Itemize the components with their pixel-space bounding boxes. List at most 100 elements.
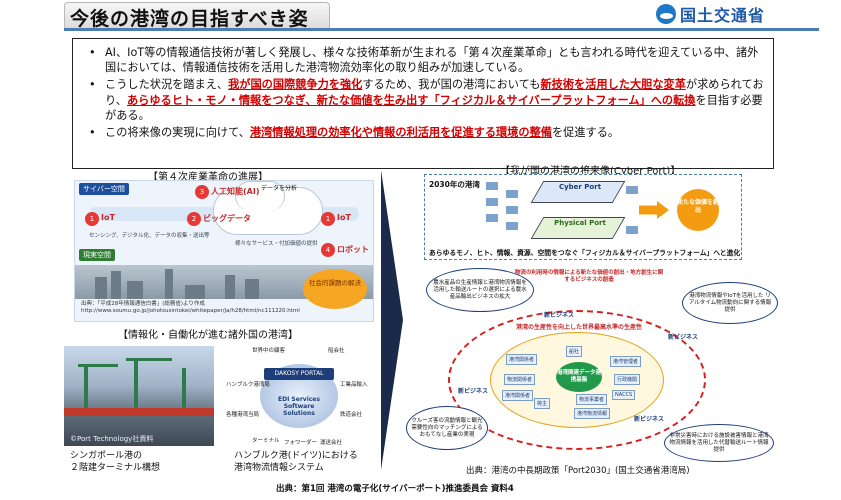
iot-left-label: IoT xyxy=(101,213,115,222)
portal-label: 工業品輸入 xyxy=(340,382,368,388)
network-node: 荷主 xyxy=(534,398,551,409)
title-rule xyxy=(64,28,819,31)
network-node: 船社 xyxy=(566,346,583,357)
network-node: 港湾物流情報 xyxy=(574,408,611,419)
logo-text: 国土交通省 xyxy=(680,6,766,25)
photo-credit: ©Port Technology社資料 xyxy=(70,435,154,443)
disaster-bubble: 非常災害時における施設被害情報と港湾物流情報を活用した代替輸送ルート情報提供 xyxy=(664,424,774,462)
cyber-port-footer: あらゆるモノ、ヒト、情報、資源、空間をつなぐ「フィジカル＆サイバープラットフォー… xyxy=(429,249,741,257)
iot-left-number-icon: 1 xyxy=(85,212,99,226)
bullet-item: この将来像の実現に向けて、港湾情報処理の効率化や情報の利活用を促進する環境の整備… xyxy=(85,125,765,140)
node-icon xyxy=(505,221,519,231)
agri-export-bubble: 農水産品の生産情報と港湾物流情報を活用した輸送ルートの選択による農水産品輸出ビジ… xyxy=(426,268,534,312)
emphasis-text: 新技術を活用した大胆な変革 xyxy=(540,78,686,92)
singapore-caption-1: シンガポール港の xyxy=(70,451,143,461)
heading-industrial-revolution: 【第４次産業革命の進展】 xyxy=(148,172,268,183)
heading-future-port: 【我が国の港湾の将来像(Cyber Port)】 xyxy=(500,166,681,177)
cyber-space-tag: サイバー空間 xyxy=(79,183,129,195)
physical-port-label: Physical Port xyxy=(554,219,606,227)
ai-label: 人工知能(AI) xyxy=(211,187,260,196)
emphasis-text: 我が国の国際競争力を強化 xyxy=(228,78,363,92)
network-node: 行政機関 xyxy=(614,374,641,385)
network-node: 港湾関係者 xyxy=(502,390,534,401)
value-arrow-icon xyxy=(639,201,669,219)
year-2030-label: 2030年の港湾 xyxy=(429,180,480,189)
bigdata-label: ビッグデータ xyxy=(203,214,251,223)
node-icon xyxy=(505,205,519,215)
new-business-label: 新ビジネス xyxy=(634,416,665,423)
bullet-text: を目指す必要がある。 xyxy=(105,93,763,122)
network-node: 物流関係者 xyxy=(504,374,536,385)
portal-label: 鉄道会社 xyxy=(340,412,363,418)
node-icon xyxy=(485,181,499,191)
portal-subtitle: EDI Services Software Solutions xyxy=(278,396,320,417)
bullet-text: が求められており、 xyxy=(105,78,764,107)
portal-label: ハンブルク港湾局 xyxy=(226,382,270,388)
bullet-text: を促進する。 xyxy=(551,126,620,140)
bullet-item: AI、IoT等の情報通信技術が著しく発展し、様々な技術革新が生まれる「第４次産業… xyxy=(85,45,765,75)
data-platform-node: 港湾関連データ連携基盤 xyxy=(556,362,602,392)
network-node: NACCS xyxy=(612,390,636,400)
new-business-label: 新ビジネス xyxy=(668,334,699,341)
emphasis-text: 港湾情報処理の効率化や情報の利活用を促進する環境の整備 xyxy=(249,126,552,140)
emphasis-text: あらゆるヒト・モノ・情報をつなぎ、新たな価値を生み出す「フィジカル＆サイバープラ… xyxy=(126,93,696,107)
bullet-text: するため、我が国の港湾においても xyxy=(362,78,541,92)
portal-label: 世界中の顧客 xyxy=(252,348,286,354)
bullet-text: こうした状況を踏まえ、 xyxy=(105,78,229,92)
source-port2030: 出典：港湾の中長期政策「Port2030」(国土交通省港湾局) xyxy=(466,466,690,476)
ai-number-icon: 3 xyxy=(195,185,209,199)
singapore-port-photo: ©Port Technology社資料 xyxy=(64,346,214,446)
summary-bullets: AI、IoT等の情報通信技術が著しく発展し、様々な技術革新が生まれる「第４次産業… xyxy=(72,38,774,169)
header: 今後の港湾の目指すべき姿 国土交通省 xyxy=(0,0,841,32)
portal-label: 船会社 xyxy=(328,348,345,354)
network-node: 物流事業者 xyxy=(576,394,608,405)
node-icon xyxy=(485,213,499,223)
iot-realtime-bubble: 港湾物流情報やIoTを活用した リアルタイム物流動向に関する情報提供 xyxy=(682,282,778,324)
bullet-item: こうした状況を踏まえ、我が国の国際競争力を強化するため、我が国の港湾においても新… xyxy=(85,77,765,123)
node-icon xyxy=(485,197,499,207)
bullet-text: AI、IoT等の情報通信技術が著しく発展し、様々な技術革新が生まれる「第４次産業… xyxy=(105,46,759,75)
data-analysis-label: データを分析 xyxy=(261,185,298,192)
industrial-source: 出典：「平成28年情報通信白書」(総務省)より作成 http://www.sou… xyxy=(81,301,300,314)
robot-number-icon: 4 xyxy=(321,243,335,257)
dakosy-portal-diagram: DAKOSY PORTAL EDI Services Software Solu… xyxy=(224,342,372,448)
cruise-bubble: クルーズ客の流動情報と観光需要性向のマッチングによるおもてなし産業の実現 xyxy=(406,406,488,450)
iot-right-label: IoT xyxy=(337,213,351,222)
cloud-top-shape xyxy=(235,181,285,211)
network-core-text: 港湾の生産性を向上した世界最高水準の生産性 xyxy=(515,324,642,331)
title-tab xyxy=(64,2,330,28)
mlit-logo: 国土交通省 xyxy=(656,2,765,26)
hamburg-caption-1: ハンブルク港(ドイツ)における xyxy=(234,451,358,461)
portal-label: 各種港湾当局 xyxy=(226,412,260,418)
portal-label: フォワーダー xyxy=(284,440,318,446)
portal-title: DAKOSY PORTAL xyxy=(264,368,334,380)
node-icon xyxy=(505,189,519,199)
singapore-caption-2: ２階建ターミナル構想 xyxy=(70,463,161,473)
new-business-label: 新ビジネス xyxy=(544,312,575,319)
service-label: 様々なサービス・付加価値の提供 xyxy=(235,241,318,247)
node-icon xyxy=(625,185,639,195)
bigdata-number-icon: 2 xyxy=(187,212,201,226)
new-value-circle: 新たな価値を創出 xyxy=(677,189,719,231)
network-node: 港湾関係者 xyxy=(506,354,538,365)
real-space-tag: 現実空間 xyxy=(79,249,115,261)
mlit-logo-icon xyxy=(656,4,676,24)
source-committee: 出典：第1回 港湾の電子化(サイバーポート)推進委員会 資料4 xyxy=(276,484,514,494)
new-business-label: 新ビジネス xyxy=(458,388,489,395)
iot-right-number-icon: 1 xyxy=(321,212,335,226)
bullet-text: この将来像の実現に向けて、 xyxy=(105,126,250,140)
portal-label: ターミナル xyxy=(252,438,280,444)
port-network-diagram: 物流の利用時の情報による新たな価値の創出・地方創生に関するビジネスの創造 港湾の… xyxy=(406,262,784,462)
sensing-label: センシング、デジタル化、データの収集・送出等 xyxy=(89,233,210,239)
heading-overseas-ports: 【情報化・自働化が進む諸外国の港湾】 xyxy=(118,330,298,341)
network-top-text: 物流の利用時の情報による新たな価値の創出・地方創生に関するビジネスの創造 xyxy=(514,270,664,283)
cyber-port-label: Cyber Port xyxy=(558,183,602,191)
cyber-port-diagram: 2030年の港湾 Cyber Port Physical Port 新たな価値を… xyxy=(424,174,742,260)
industrial-revolution-diagram: サイバー空間 データを分析 3 人工知能(AI) 2 ビッグデータ 1 IoT … xyxy=(74,180,374,322)
transition-arrow-icon xyxy=(381,170,403,470)
robot-label: ロボット xyxy=(337,245,369,254)
node-icon xyxy=(625,225,639,235)
portal-label: 運送会社 xyxy=(320,440,343,446)
hamburg-caption-2: 港湾物流情報システム xyxy=(234,463,324,473)
network-node: 港湾管理者 xyxy=(610,356,642,367)
